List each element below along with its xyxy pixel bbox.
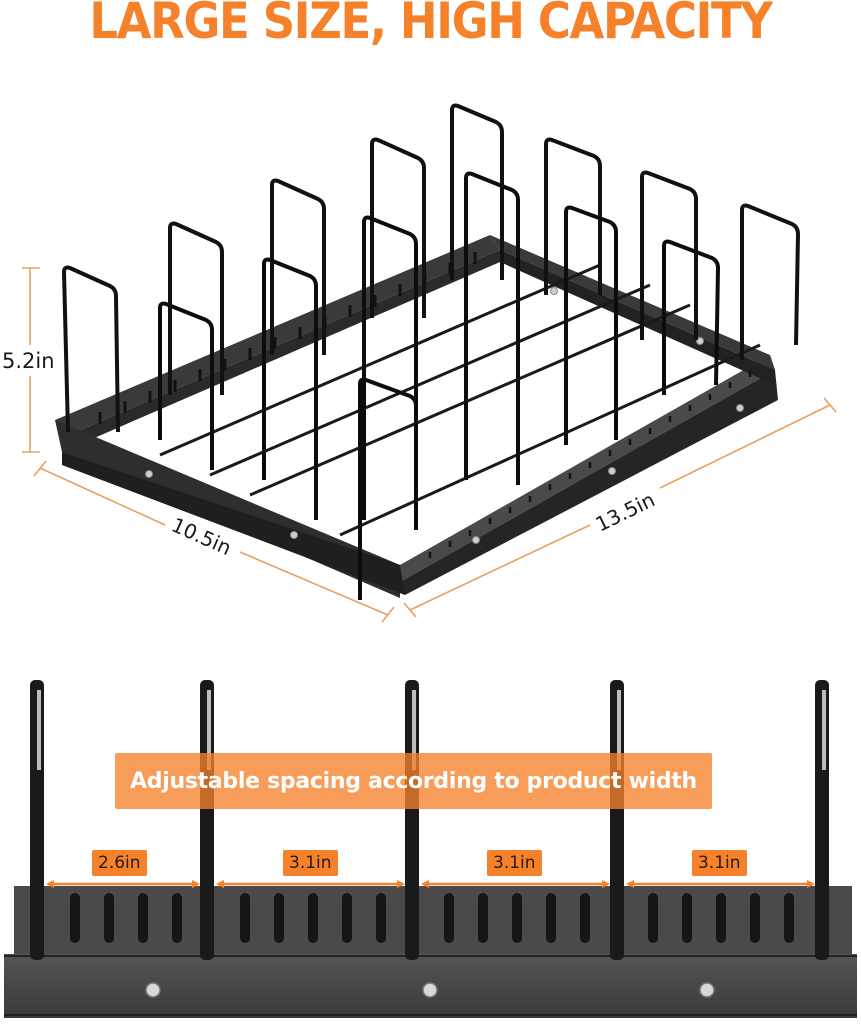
screw-icon — [145, 982, 715, 998]
adjustable-spacing-banner: Adjustable spacing according to product … — [115, 753, 712, 809]
headline-title: LARGE SIZE, HIGH CAPACITY — [89, 0, 773, 50]
dimension-lines — [22, 267, 837, 623]
height-dimension-label: 5.2in — [2, 349, 55, 373]
length-dimension-label: 13.5in — [592, 487, 659, 536]
spacing-label-4: 3.1in — [692, 850, 747, 876]
front-view-rack — [4, 680, 857, 1018]
isometric-rack — [55, 103, 800, 600]
spacing-label-2: 3.1in — [283, 850, 338, 876]
spacing-label-1: 2.6in — [92, 850, 147, 876]
spacing-label-3: 3.1in — [487, 850, 542, 876]
